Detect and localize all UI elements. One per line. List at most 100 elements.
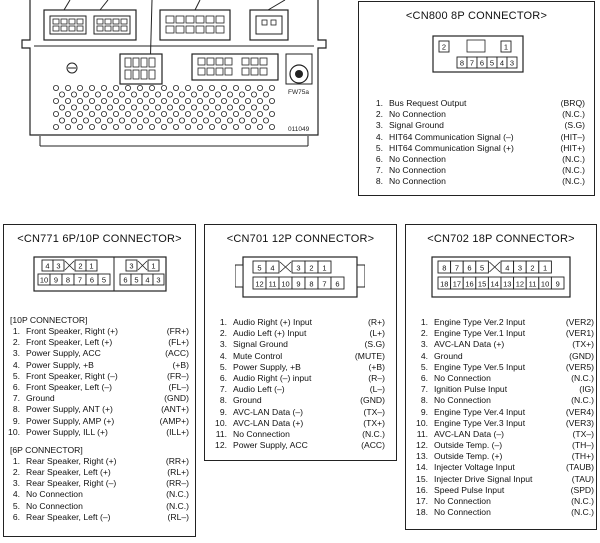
pin-number: 2. (12, 337, 20, 348)
pin-code: (FR–) (167, 370, 189, 381)
pin-cell-number: 4 (270, 264, 274, 273)
pin-row: 6.Rear Speaker, Left (–)(RL–) (6, 512, 189, 523)
pin-row: 14.Injecter Voltage Input(TAUB) (414, 462, 594, 473)
pin-cell-number: 15 (478, 280, 486, 289)
pin-number: 13. (416, 451, 428, 462)
pin-row: 5.HIT64 Communication Signal (+)(HIT+) (369, 143, 585, 154)
pin-cell (125, 259, 138, 272)
pin-cell-number: 2 (309, 264, 313, 273)
pin-function: Ground (434, 350, 463, 361)
pin-function: Power Supply, ACC (233, 440, 308, 451)
pin-row: 15.Injecter Drive Signal Input(TAU) (414, 474, 594, 485)
pin-cell (550, 276, 565, 290)
pin-cell-number: 5 (257, 264, 261, 273)
pin-number: 7. (375, 165, 383, 176)
pin-number: 14. (416, 462, 428, 473)
pin-code: (MUTE) (354, 350, 385, 361)
pin-row: 1.Audio Right (+) Input(R+) (213, 317, 385, 328)
pin-row: 6.Front Speaker, Left (–)(FL–) (6, 382, 189, 393)
pin-row: 6.Audio Right (–) input(R–) (213, 373, 385, 384)
cn702-title: <CN702 18P CONNECTOR> (427, 233, 575, 245)
pin-function: Power Supply, +B (233, 361, 301, 372)
pin-number: 9. (12, 415, 20, 426)
pin-number: 4. (219, 350, 227, 361)
pin-cell-number: 1 (151, 262, 155, 271)
pin-function: Front Speaker, Right (–) (26, 370, 118, 381)
pin-row: 1.Engine Type Ver.2 Input(VER2) (414, 317, 594, 328)
pin-code: (TH–) (572, 440, 594, 451)
pin-number: 10. (416, 417, 428, 428)
pin-cell-number: 8 (66, 276, 70, 285)
pin-number: 4. (420, 350, 428, 361)
pin-function: HIT64 Communication Signal (+) (389, 142, 514, 153)
pin-code: (R+) (368, 317, 385, 327)
pin-code: (N.C.) (562, 153, 585, 164)
pin-code: (FL–) (168, 381, 189, 392)
pin-function: No Connection (26, 489, 83, 500)
pin-cell-number: 1 (543, 264, 547, 273)
pin-number: 9. (420, 406, 428, 417)
pin-code: (FR+) (166, 326, 189, 336)
pin-code: (GND) (164, 393, 189, 404)
connector-group-heading: [10P CONNECTOR] (10, 315, 88, 325)
pin-number: 4. (12, 489, 20, 500)
pin-row: 9.AVC-LAN Data (–)(TX–) (213, 407, 385, 418)
pin-function: AVC-LAN Data (+) (434, 339, 505, 350)
pin-function: No Connection (434, 496, 491, 506)
pin-code: (N.C.) (571, 507, 594, 518)
pin-cell-number: 4 (505, 264, 509, 273)
pin-cell-number: 3 (129, 262, 133, 271)
pin-cell-number: 1 (89, 262, 93, 271)
pin-function: HIT64 Communication Signal (–) (389, 131, 514, 142)
pin-cell (506, 56, 518, 69)
pin-code: (N.C.) (166, 489, 189, 500)
pin-row: 6.No Connection(N.C.) (414, 373, 594, 384)
pin-number: 5. (219, 361, 227, 372)
pin-function: Audio Right (+) Input (233, 317, 313, 327)
pin-row: 7.No Connection(N.C.) (369, 165, 585, 176)
pin-cell (147, 259, 160, 272)
pin-code: (ILL+) (166, 426, 189, 437)
pin-number: 16. (416, 484, 428, 495)
pin-code: (TAU) (571, 473, 594, 484)
pin-number: 5. (375, 142, 383, 153)
pin-row: 2.Audio Left (+) Input(L+) (213, 328, 385, 339)
pin-code: (TX–) (363, 406, 385, 417)
pin-cell-number: 6 (467, 264, 471, 273)
pin-code: (+B) (368, 361, 385, 372)
pin-row: 4.Power Supply, +B(+B) (6, 360, 189, 371)
pin-cell-number: 13 (503, 280, 511, 289)
pin-row: 1.Rear Speaker, Right (+)(RR+) (6, 456, 189, 467)
pin-cell (265, 260, 280, 274)
pin-row: 11.No Connection(N.C.) (213, 429, 385, 440)
pin-cell-number: 7 (322, 280, 326, 289)
pin-row: 9.Power Supply, AMP (+)(AMP+) (6, 416, 189, 427)
pin-cell (52, 259, 65, 272)
pin-function: Power Supply, ANT (+) (26, 404, 113, 415)
pin-function: Outside Temp. (–) (434, 440, 503, 451)
pin-cell-number: 9 (296, 280, 300, 289)
pin-function: No Connection (233, 428, 290, 439)
pin-number: 1. (375, 98, 383, 108)
pin-number: 2. (420, 328, 428, 339)
pin-function: Power Supply, +B (26, 359, 94, 370)
pin-number: 6. (375, 153, 383, 164)
pin-code: (ANT+) (161, 404, 189, 415)
pin-code: (N.C.) (571, 372, 594, 383)
pin-number: 5. (12, 370, 20, 381)
pin-row: 3.Rear Speaker, Right (–)(RR–) (6, 478, 189, 489)
pin-cell-number: 7 (470, 59, 474, 68)
pin-cell-number: 3 (56, 262, 60, 271)
pin-function: No Connection (434, 372, 491, 383)
pin-function: Ground (233, 395, 262, 406)
pin-row: 5. Power Supply, +B (+B) (213, 362, 385, 373)
pin-cell-number: 5 (102, 276, 106, 285)
pin-function: No Connection (389, 165, 446, 176)
pin-cell (500, 40, 512, 53)
pin-cell-number: 9 (54, 276, 58, 285)
cn800-pin-list: 1.Bus Request Output(BRQ)2.No Connection… (369, 98, 585, 188)
pin-function: No Connection (389, 153, 446, 164)
